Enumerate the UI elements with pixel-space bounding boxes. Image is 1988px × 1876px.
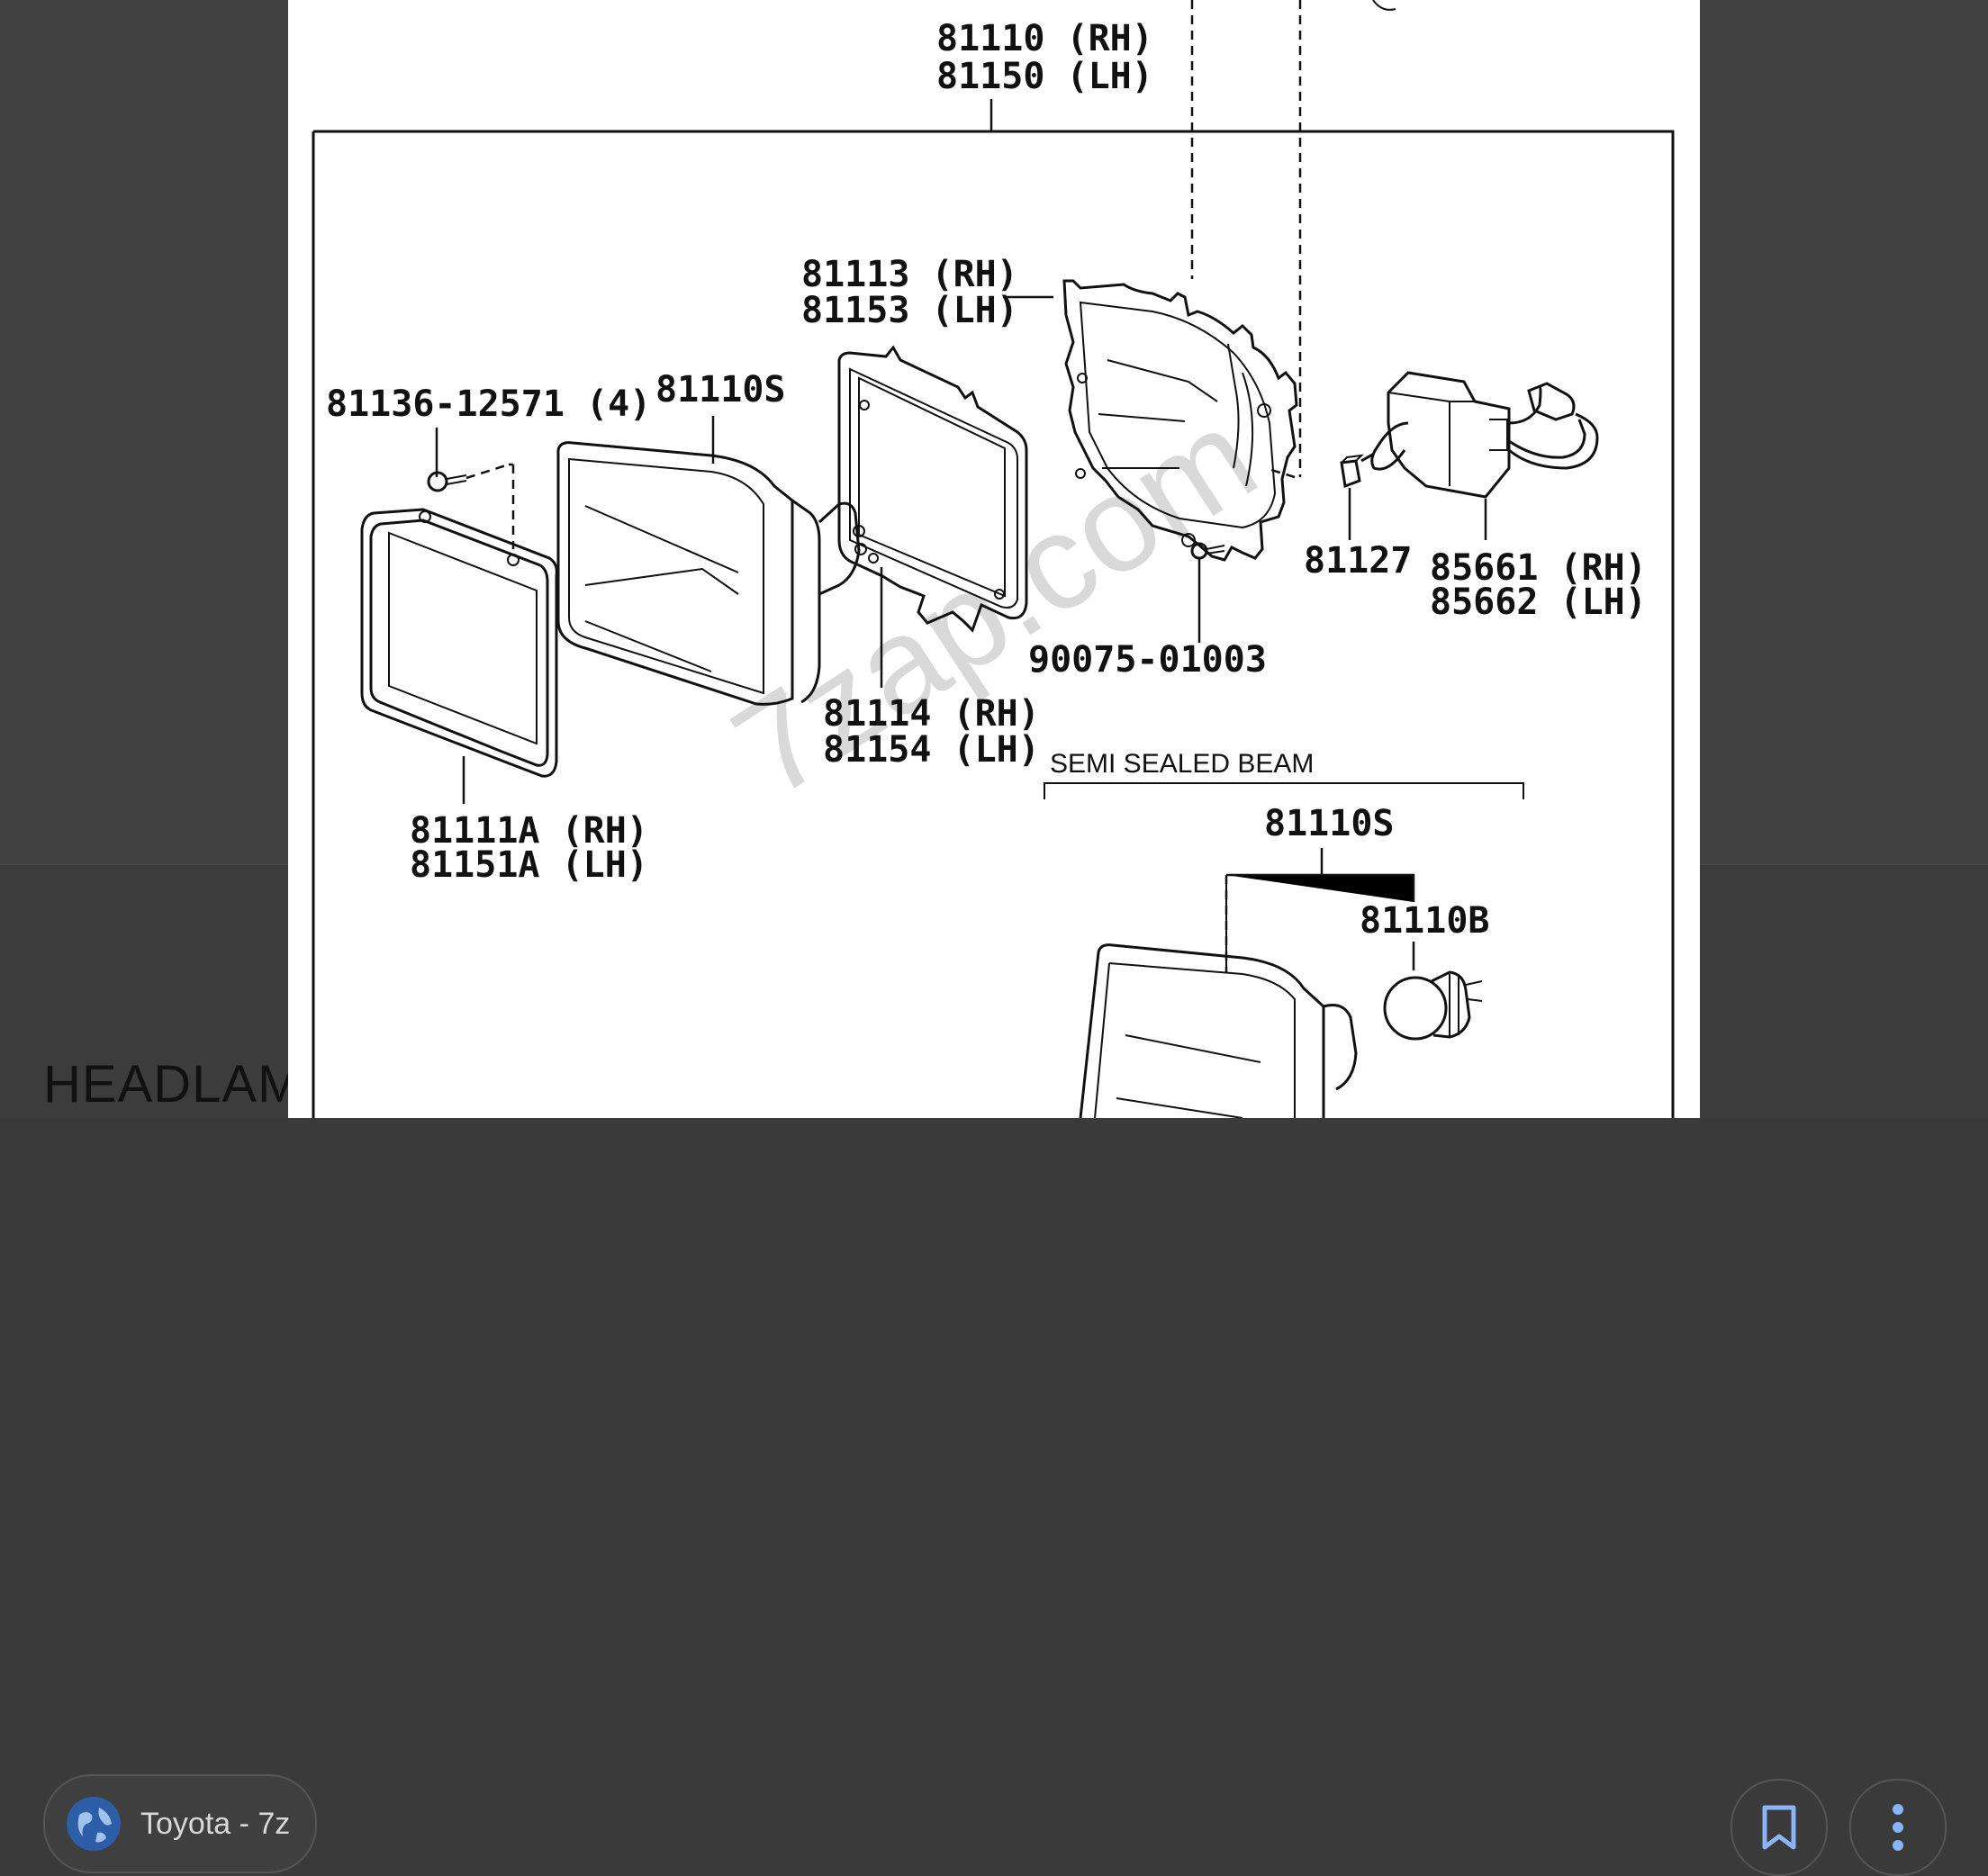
source-chip[interactable]: Toyota - 7z bbox=[43, 1774, 317, 1873]
source-chip-label: Toyota - 7z bbox=[140, 1806, 291, 1841]
label-bulb: 81110B bbox=[1360, 900, 1490, 942]
parts-diagram: 7zap.com 81110 (RH) 81150 (LH) 81113 (RH… bbox=[312, 0, 1675, 1118]
label-screw: 81136-12571 (4) bbox=[326, 383, 651, 425]
diagram-frame bbox=[312, 130, 1675, 1118]
globe-icon bbox=[67, 1797, 121, 1851]
socket-part bbox=[1340, 454, 1364, 540]
retainer-ring-part bbox=[837, 345, 1028, 688]
more-vert-icon bbox=[1893, 1804, 1903, 1851]
label-connector-lh: 85662 (LH) bbox=[1430, 582, 1647, 623]
headlamp-door-part bbox=[360, 508, 558, 804]
label-semi-sealed-unit: 81110S bbox=[1264, 803, 1395, 844]
bookmark-icon bbox=[1762, 1805, 1796, 1850]
more-options-button[interactable] bbox=[1849, 1779, 1947, 1876]
mounting-bracket-part bbox=[1062, 279, 1298, 562]
semi-sealed-beam-part bbox=[1079, 943, 1358, 1118]
bookmark-button[interactable] bbox=[1730, 1779, 1828, 1876]
label-sealed-beam: 81110S bbox=[655, 369, 786, 410]
connector-part bbox=[1360, 371, 1599, 540]
label-door-lh: 81151A (LH) bbox=[410, 844, 648, 886]
bulb-part bbox=[1383, 970, 1483, 1041]
bolt-part bbox=[1190, 542, 1225, 643]
label-housing-rh: 81110 (RH) bbox=[936, 18, 1153, 59]
label-ring-lh: 81154 (LH) bbox=[823, 729, 1040, 771]
parts-diagram-sheet[interactable]: 7zap.com 81110 (RH) 81150 (LH) 81113 (RH… bbox=[288, 0, 1700, 1118]
label-semi-sealed-title: SEMI SEALED BEAM bbox=[1050, 749, 1314, 779]
label-bolt: 90075-01003 bbox=[1028, 639, 1267, 681]
label-bracket-rh: 81113 (RH) bbox=[801, 254, 1018, 295]
semi-sealed-bracket bbox=[1044, 782, 1524, 799]
screw-part bbox=[427, 463, 515, 549]
sealed-beam-part bbox=[556, 441, 867, 706]
label-connector-rh: 85661 (RH) bbox=[1430, 547, 1647, 589]
page-title: HEADLAM bbox=[43, 1055, 303, 1114]
label-ring-rh: 81114 (RH) bbox=[823, 693, 1040, 735]
label-housing-lh: 81150 (LH) bbox=[936, 56, 1153, 97]
label-socket: 81127 bbox=[1304, 540, 1412, 582]
label-bracket-lh: 81153 (LH) bbox=[801, 290, 1018, 331]
label-door-rh: 81111A (RH) bbox=[410, 810, 648, 852]
